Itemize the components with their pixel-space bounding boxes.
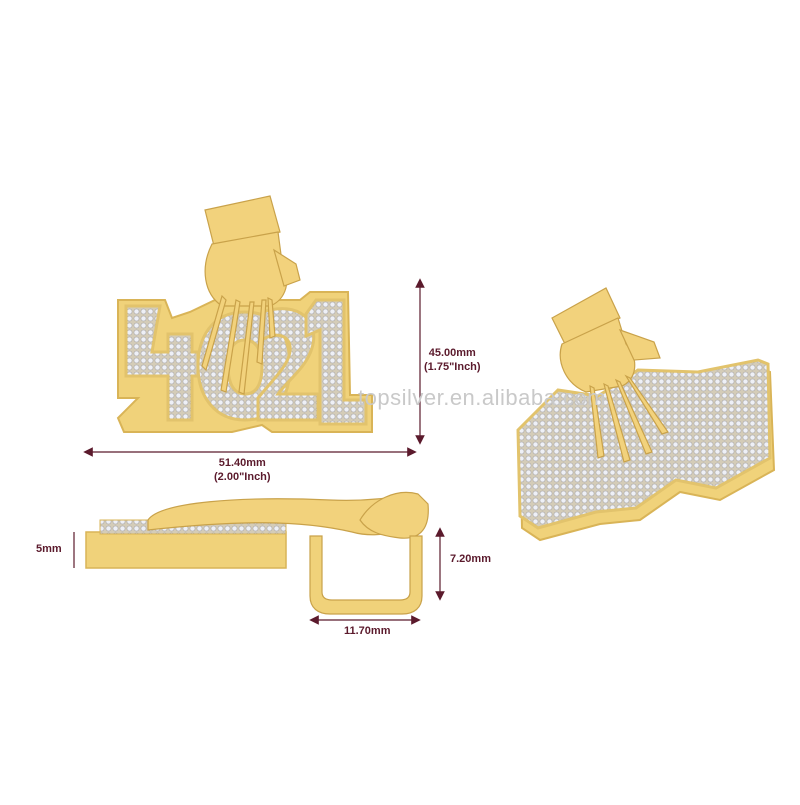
width-inch: (2.00"Inch) (214, 471, 271, 483)
thickness-label: 5mm (36, 543, 62, 555)
watermark: topsilver.en.alibaba.com (358, 385, 607, 410)
angled-view (516, 287, 776, 542)
shank-height-label: 7.20mm (450, 553, 491, 565)
digit-1 (304, 298, 368, 426)
glove-claw (201, 195, 301, 395)
height-label: 45.00mm (1.75"Inch) (424, 346, 481, 374)
width-mm: 51.40mm (218, 457, 266, 469)
side-plate-gold (85, 531, 287, 569)
shank-width-label: 11.70mm (344, 625, 391, 637)
side-glove (359, 491, 429, 539)
side-view (85, 491, 429, 615)
width-label: 51.40mm (2.00"Inch) (214, 456, 271, 484)
side-ring-shank (309, 535, 423, 615)
height-mm: 45.00mm (428, 347, 476, 359)
front-view (116, 195, 373, 433)
angled-glove (551, 287, 669, 463)
height-inch: (1.75"Inch) (424, 361, 481, 373)
